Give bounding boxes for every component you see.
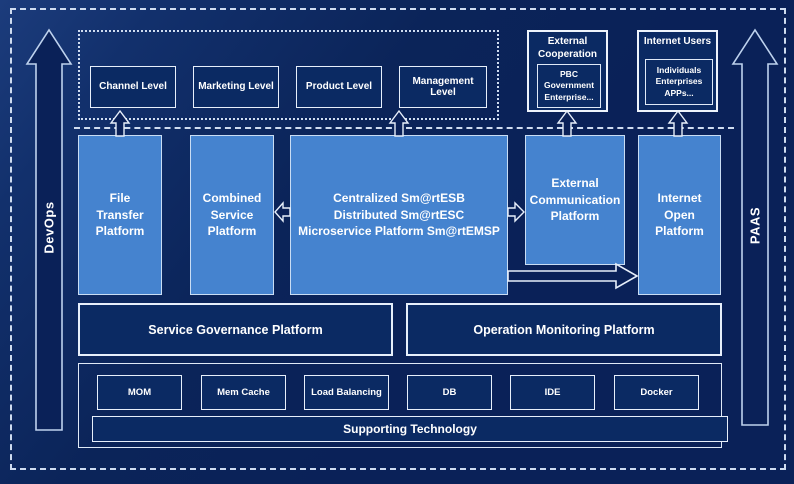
level-box-management: Management Level — [399, 66, 487, 108]
level-box-channel: Channel Level — [90, 66, 176, 108]
external-cooperation-members: PBC Government Enterprise... — [537, 64, 601, 108]
external-communication-platform-box: External Communication Platform — [525, 135, 625, 265]
external-cooperation-title: External Cooperation — [538, 36, 597, 60]
layer-separator-dashed-line — [74, 127, 734, 129]
combined-service-platform-box: Combined Service Platform — [190, 135, 274, 295]
level-label: Marketing Level — [198, 81, 274, 93]
level-box-product: Product Level — [296, 66, 382, 108]
levels-container — [78, 30, 499, 120]
tech-box-load-balancing: Load Balancing — [304, 375, 389, 410]
level-box-marketing: Marketing Level — [193, 66, 279, 108]
internet-users-box: Internet Users Individuals Enterprises A… — [637, 30, 718, 112]
level-label: Channel Level — [99, 81, 167, 93]
file-transfer-platform-box: File Transfer Platform — [78, 135, 162, 295]
level-label: Product Level — [305, 81, 373, 93]
supporting-technology-bar: Supporting Technology — [92, 416, 728, 442]
tech-box-mom: MOM — [97, 375, 182, 410]
internet-open-platform-box: Internet Open Platform — [638, 135, 721, 295]
outer-dashed-frame — [10, 8, 786, 470]
service-governance-platform-box: Service Governance Platform — [78, 303, 393, 356]
technology-container — [78, 363, 722, 448]
operation-monitoring-platform-box: Operation Monitoring Platform — [406, 303, 722, 356]
internet-users-members: Individuals Enterprises APPs... — [645, 59, 713, 105]
devops-rail-label: DevOps — [41, 201, 57, 254]
level-label: Management Level — [412, 75, 474, 99]
tech-box-docker: Docker — [614, 375, 699, 410]
tech-box-db: DB — [407, 375, 492, 410]
paas-rail-label: PAAS — [747, 206, 763, 245]
external-cooperation-box: External Cooperation PBC Government Ente… — [527, 30, 608, 112]
tech-box-ide: IDE — [510, 375, 595, 410]
tech-box-mem-cache: Mem Cache — [201, 375, 286, 410]
central-esb-platform-box: Centralized Sm@rtESB Distributed Sm@rtES… — [290, 135, 508, 295]
internet-users-title: Internet Users — [643, 36, 712, 47]
